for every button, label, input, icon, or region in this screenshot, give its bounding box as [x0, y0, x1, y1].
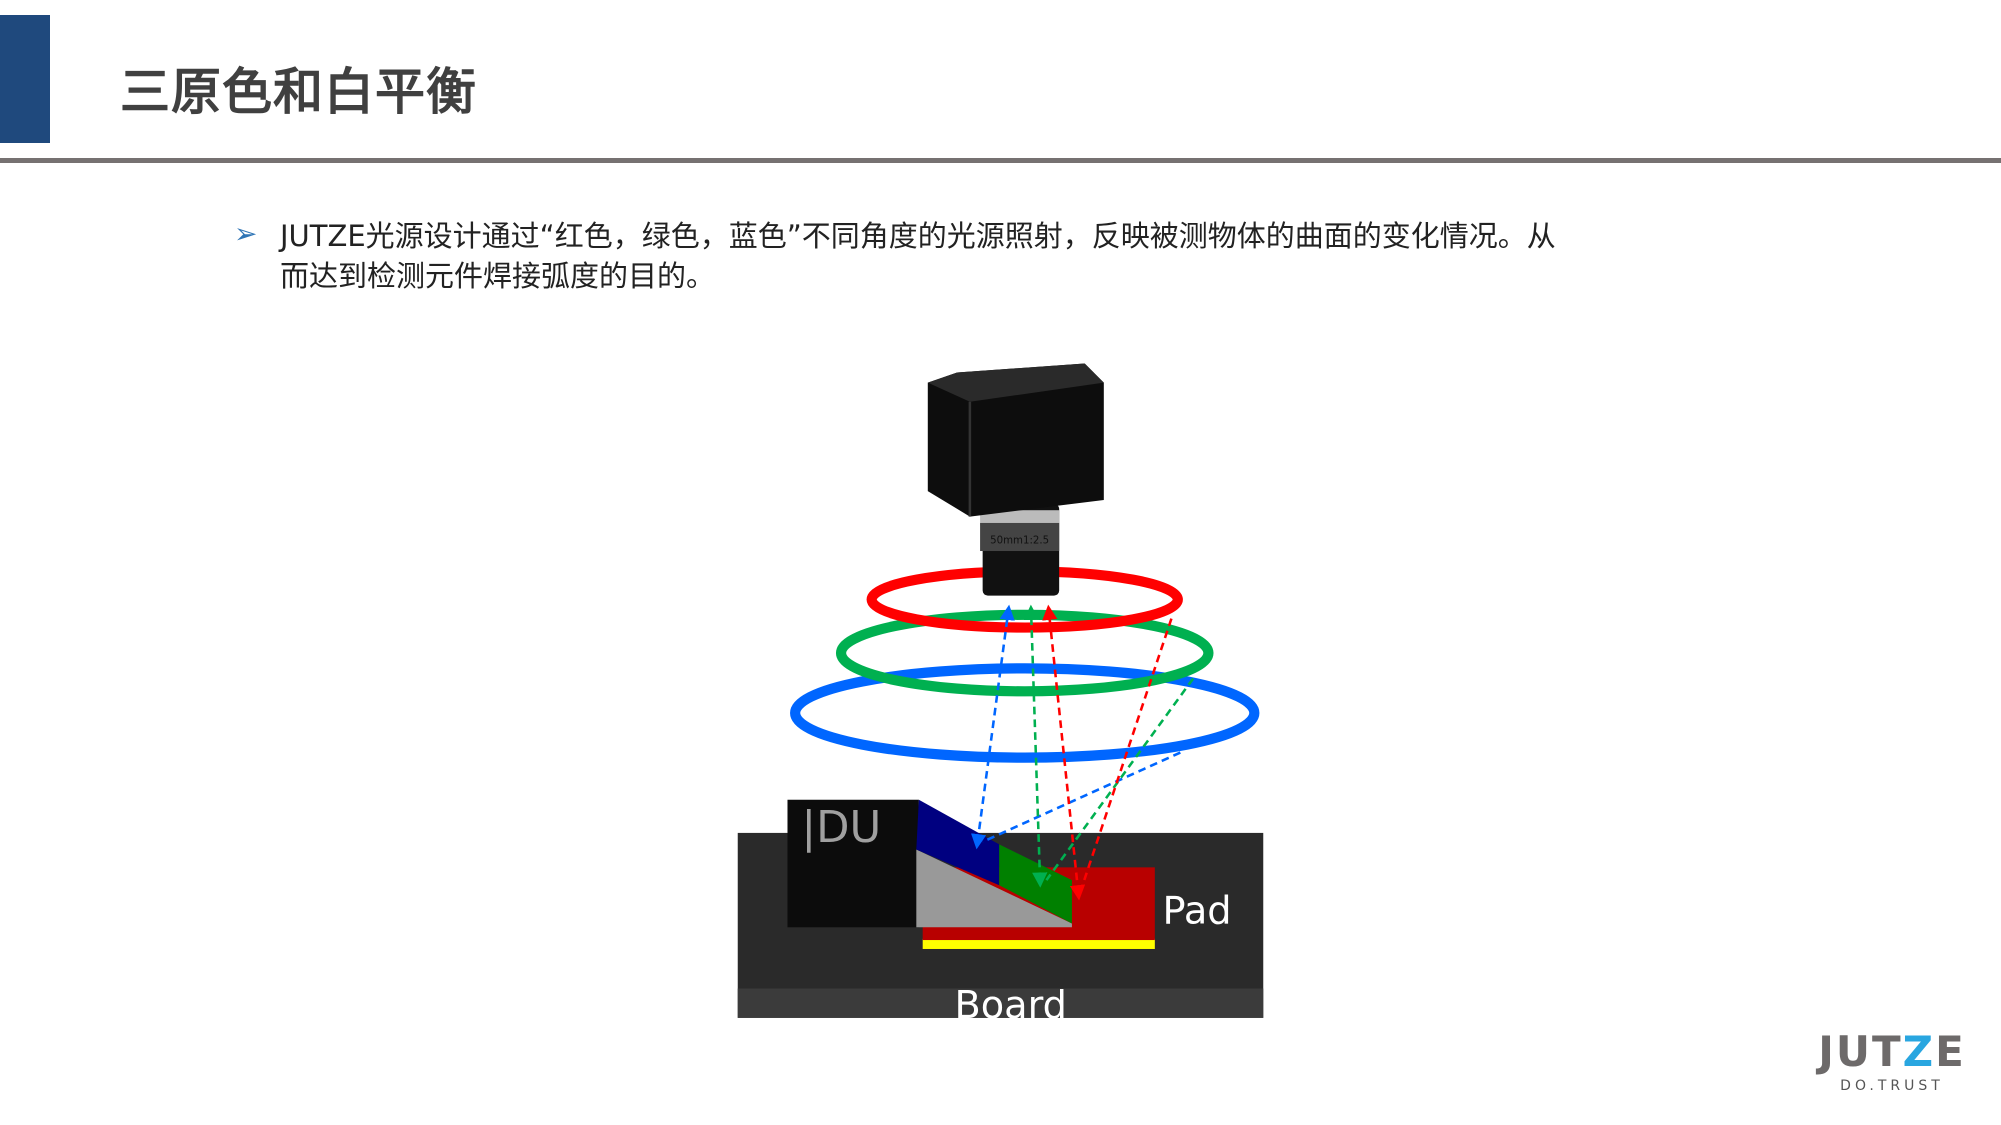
board-label: Board [954, 983, 1066, 1028]
logo-wordmark: JUTZE [1818, 1027, 1966, 1076]
paragraph-line-1: JUTZE光源设计通过“红色，绿色，蓝色”不同角度的光源照射，反映被测物体的曲面… [280, 219, 1556, 253]
title-accent-bar [0, 15, 50, 143]
bullet-paragraph: JUTZE光源设计通过“红色，绿色，蓝色”不同角度的光源照射，反映被测物体的曲面… [280, 216, 1556, 296]
jutze-logo: JUTZE DO.TRUST [1812, 1027, 1972, 1095]
camera: 50mm1:2.5 [927, 363, 1104, 596]
lens-label: 50mm1:2.5 [990, 535, 1049, 546]
paragraph-line-2: 而达到检测元件焊接弧度的目的。 [280, 259, 716, 293]
red-ray-in [1079, 618, 1173, 891]
arrow-bullet-icon: ➢ [234, 217, 258, 250]
pad-label: Pad [1162, 888, 1231, 933]
header-divider [0, 158, 2001, 163]
page-title: 三原色和白平衡 [120, 63, 477, 121]
component-body [787, 799, 919, 928]
blue-slope-segment [916, 799, 1000, 886]
blue-ray-in [982, 751, 1181, 843]
solder-fillet [916, 849, 1072, 928]
component-label: |DU [802, 803, 882, 853]
board-edge [737, 988, 1264, 1018]
blue-ring-light [790, 663, 1260, 763]
red-ray-up [1042, 604, 1086, 901]
pad-yellow-layer [922, 938, 1155, 949]
light-rays [970, 604, 1195, 901]
blue-ray-up [970, 604, 1015, 850]
green-ray-up [1023, 604, 1048, 888]
logo-tagline: DO.TRUST [1840, 1078, 1944, 1094]
